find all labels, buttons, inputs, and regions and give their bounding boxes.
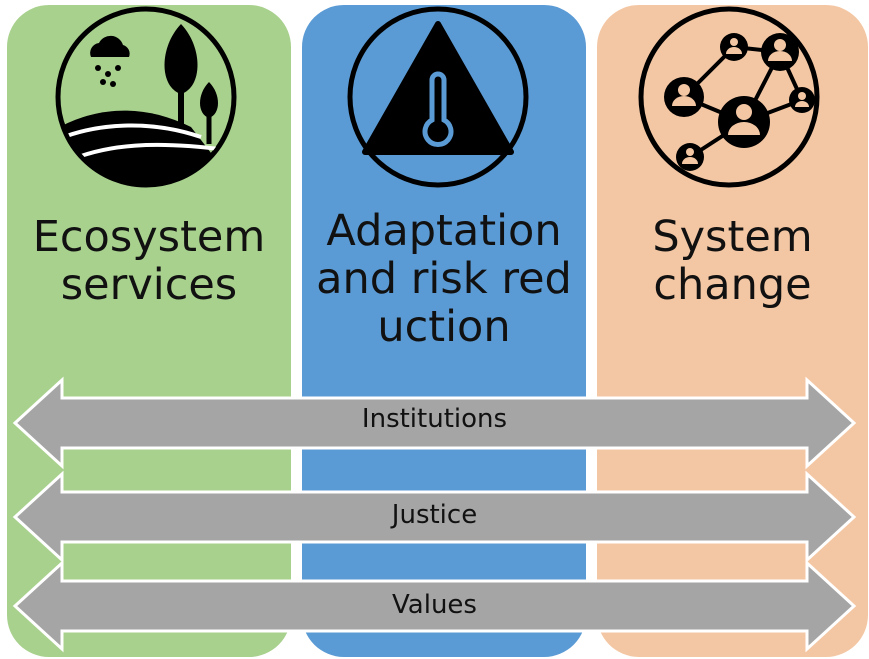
institutions-arrow [12,376,857,470]
institutions-label: Institutions [361,404,508,434]
justice-arrow [12,470,857,564]
warning-thermometer-icon [347,6,529,188]
people-network-icon [638,6,820,188]
landscape-rain-trees-icon [55,6,237,188]
pillar-title-system-change: System change [652,212,813,310]
pillar-title-adaptation: Adaptation and risk reduction [316,206,572,352]
values-label: Values [392,590,477,620]
pillar-title-ecosystem-services: Ecosystem services [32,212,266,310]
values-arrow [12,559,857,653]
justice-label: Justice [391,500,478,530]
